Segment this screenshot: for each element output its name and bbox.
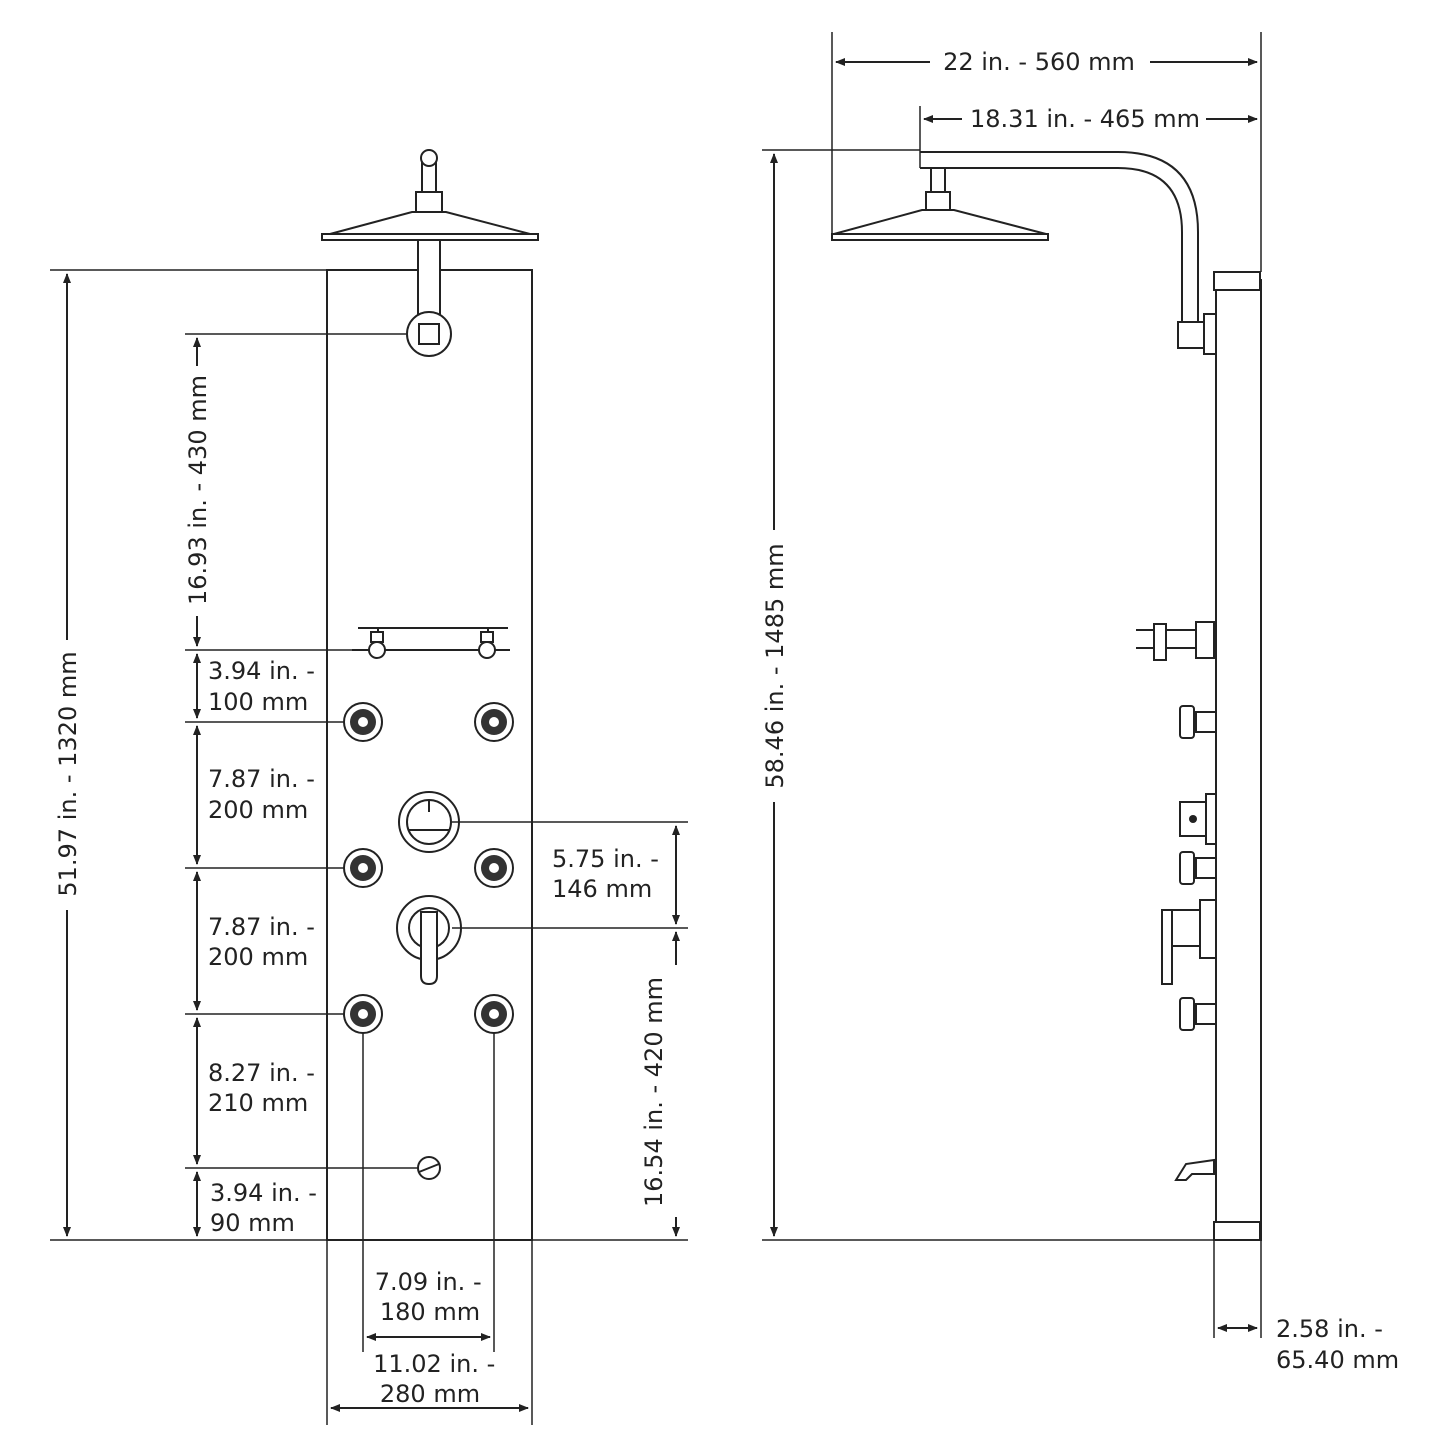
mixer-handle-icon xyxy=(1161,899,1217,985)
front-height-label: 51.97 in. - 1320 mm xyxy=(54,651,82,896)
jets-row2-row3-label: 7.87 in. - 200 mm xyxy=(208,913,323,971)
shower-arm-icon xyxy=(920,151,1217,355)
tub-spout-icon xyxy=(1174,1158,1215,1181)
side-panel xyxy=(1215,279,1262,1241)
jets-to-spout-label: 8.27 in. - 210 mm xyxy=(208,1059,323,1117)
body-jet-icon xyxy=(1179,705,1217,739)
overall-height-label: 58.46 in. - 1485 mm xyxy=(761,543,789,788)
mixer-handle-icon xyxy=(396,895,462,986)
shelf-to-jets-label: 3.94 in. - 100 mm xyxy=(208,657,323,716)
diverter-knob-icon xyxy=(1179,793,1217,845)
shelf-icon xyxy=(352,627,510,659)
jet-spacing-label: 7.09 in. - 180 mm xyxy=(375,1268,490,1326)
arm-to-shelf-label: 16.93 in. - 430 mm xyxy=(184,375,212,605)
jets-row1-row2-label: 7.87 in. - 200 mm xyxy=(208,765,323,824)
body-jet-icon xyxy=(343,702,383,742)
panel-width-label: 11.02 in. - 280 mm xyxy=(373,1350,503,1408)
body-jet-icon xyxy=(474,994,514,1034)
side-view: 22 in. - 560 mm 18.31 in. - 465 mm 58.46… xyxy=(759,32,1399,1374)
front-panel xyxy=(326,269,533,1241)
body-jet-icon xyxy=(343,848,383,888)
body-jet-icon xyxy=(1179,851,1217,885)
rain-showerhead-icon xyxy=(831,167,1049,241)
body-jet-icon xyxy=(1179,997,1217,1031)
spout-to-bottom-label: 3.94 in. - 90 mm xyxy=(210,1179,325,1237)
arm-mount-icon xyxy=(406,311,452,357)
front-view: 51.97 in. - 1320 mm 16.93 in. - 430 mm 1… xyxy=(50,149,688,1425)
tub-spout-icon xyxy=(417,1156,441,1180)
arm-reach-label: 18.31 in. - 465 mm xyxy=(970,105,1200,133)
handle-to-bottom-label: 16.54 in. - 420 mm xyxy=(640,977,668,1207)
body-jet-icon xyxy=(474,702,514,742)
overall-reach-label: 22 in. - 560 mm xyxy=(943,48,1135,76)
depth-label: 2.58 in. - 65.40 mm xyxy=(1276,1315,1399,1374)
diverter-knob-icon xyxy=(398,791,460,853)
shelf-icon xyxy=(1136,621,1215,661)
body-jet-icon xyxy=(343,994,383,1034)
diverter-to-handle-label: 5.75 in. - 146 mm xyxy=(552,845,667,903)
rain-showerhead-icon xyxy=(321,149,539,333)
body-jet-icon xyxy=(474,848,514,888)
